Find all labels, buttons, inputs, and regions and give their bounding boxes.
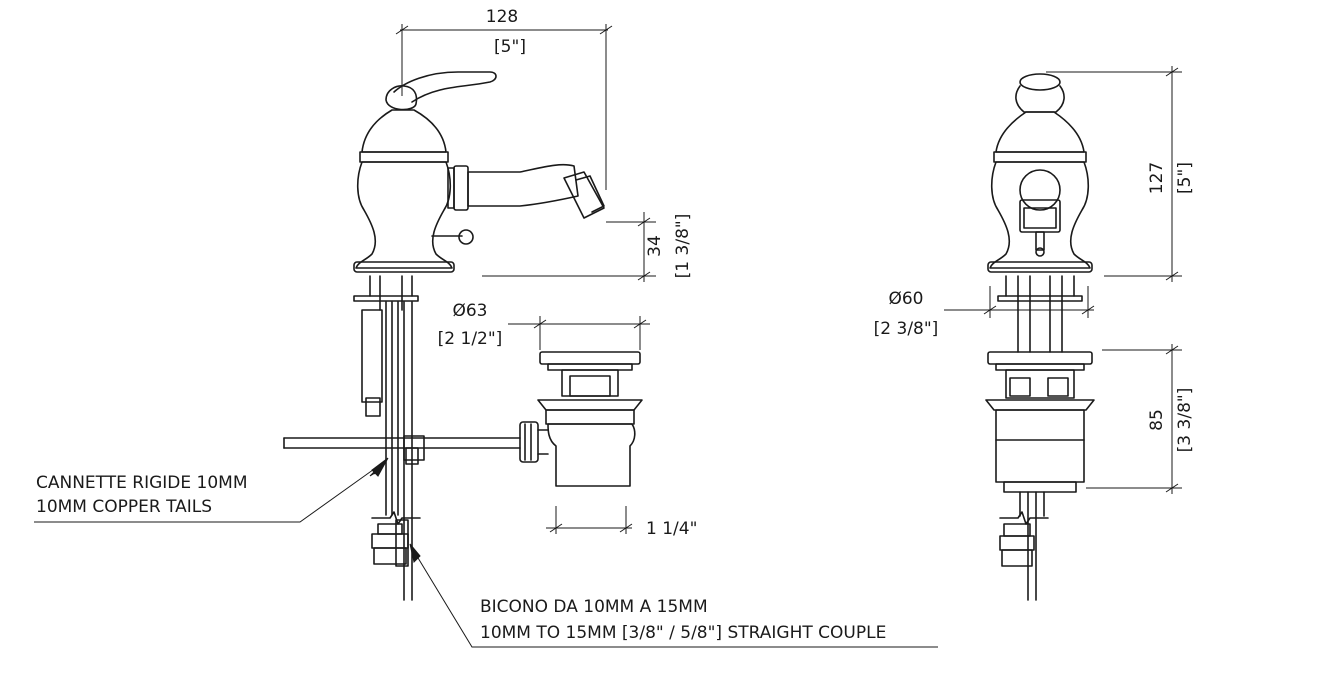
dim-127-mm: 127	[1147, 162, 1167, 194]
dim-128-mm: 128	[486, 7, 518, 27]
label-couple-italian: BICONO DA 10MM A 15MM	[480, 597, 708, 617]
dim-63-in: [2 1/2"]	[438, 329, 503, 349]
front-view	[985, 73, 1095, 601]
waste-side-view	[519, 351, 643, 487]
dimension-text: 128 [5"] 34 [1 3/8"] Ø63 [2 1/2"] 1 1/4"…	[438, 7, 1195, 539]
callout-text: CANNETTE RIGIDE 10MM 10MM COPPER TAILS B…	[36, 473, 886, 643]
dim-85-in: [3 3/8"]	[1175, 388, 1195, 453]
dim-60-in: [2 3/8"]	[874, 319, 939, 339]
dim-34-in: [1 3/8"]	[673, 214, 693, 279]
label-tails-italian: CANNETTE RIGIDE 10MM	[36, 473, 248, 493]
dim-waste-thread: 1 1/4"	[646, 519, 697, 539]
label-couple-english: 10MM TO 15MM [3/8" / 5/8"] STRAIGHT COUP…	[480, 623, 886, 643]
label-tails-english: 10MM COPPER TAILS	[36, 497, 212, 517]
side-view	[283, 71, 605, 601]
dim-60-mm: Ø60	[888, 289, 923, 309]
dim-85-mm: 85	[1147, 409, 1167, 431]
leader-lines	[34, 457, 938, 648]
dim-63-mm: Ø63	[452, 301, 487, 321]
dim-34-mm: 34	[645, 235, 665, 257]
dimension-lines	[395, 24, 1182, 534]
dim-127-in: [5"]	[1175, 162, 1195, 194]
dim-128-in: [5"]	[494, 37, 526, 57]
